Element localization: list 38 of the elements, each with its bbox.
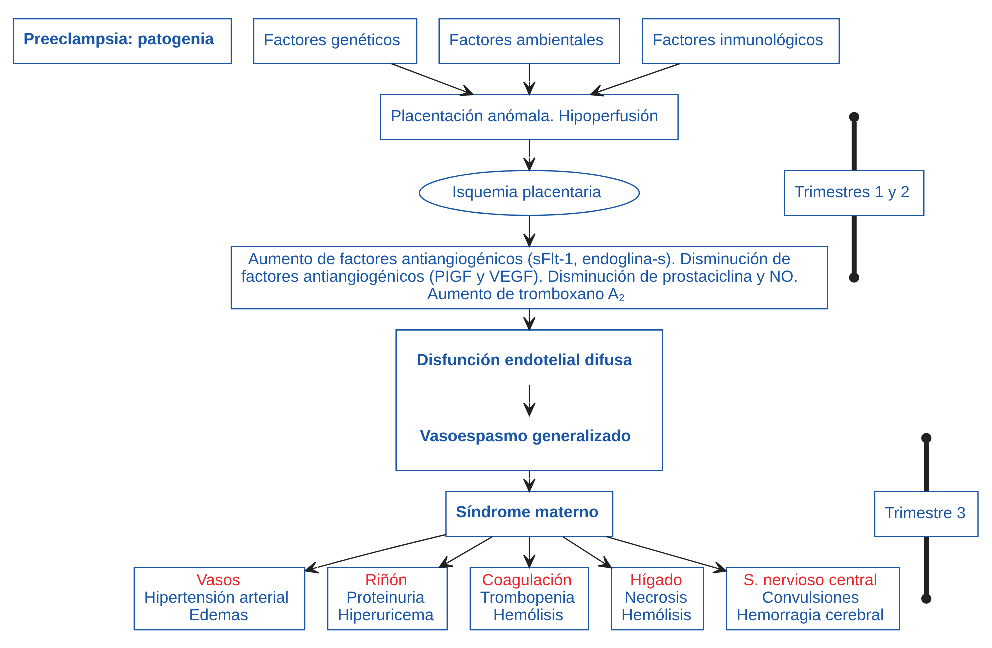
connector xyxy=(852,122,857,170)
arrow xyxy=(523,139,536,171)
node-box: Placentación anómala. Hipoperfusión xyxy=(380,94,679,140)
arrow xyxy=(523,308,536,330)
node-ellipse: Isquemia placentaria xyxy=(419,170,640,216)
node-text: Disfunción endotelial difusa xyxy=(416,350,632,369)
connector xyxy=(924,536,930,594)
node-box: Riñón Proteinuria Hiperuricema xyxy=(327,566,448,630)
arrow xyxy=(523,63,536,95)
arrow xyxy=(606,536,728,574)
connector xyxy=(924,442,930,492)
arrow xyxy=(523,384,536,416)
node-box: Vasos Hipertensión arterial Edemas xyxy=(134,566,306,630)
node-box: Factores inmunológicos xyxy=(642,18,840,64)
cluster xyxy=(396,328,664,471)
node-box: Trimestre 3 xyxy=(874,490,979,537)
arrow xyxy=(304,534,446,574)
node-box: Síndrome materno xyxy=(446,490,614,537)
arrow xyxy=(438,536,494,568)
node-circle xyxy=(849,272,860,282)
node-circle xyxy=(849,112,860,122)
arrow xyxy=(523,216,536,247)
node-box: Trimestres 1 y 2 xyxy=(784,170,925,216)
node-text: Vasoespasmo generalizado xyxy=(420,426,632,445)
node-box: Hígado Necrosis Hemólisis xyxy=(611,566,704,630)
node-box: S. nervioso central Convulsiones Hemorragia cerebral xyxy=(726,566,900,630)
arrow xyxy=(391,62,474,96)
node-box: Coagulación Trombopenia Hemólisis xyxy=(470,566,590,630)
arrow xyxy=(523,536,536,568)
node-box: Factores ambientales xyxy=(438,18,620,64)
node-circle xyxy=(922,432,932,443)
arrow xyxy=(590,62,680,96)
node-box: Aumento de factores antiangiogénicos (sFlt-1, endoglina-s). Disminución de factores antiangiogénicos (PIGF y VEGF). Disminución de prostaciclina y NO. Aumento de tromboxano A₂ xyxy=(230,246,828,310)
arrow xyxy=(562,536,612,568)
node-box: Factores genéticos xyxy=(253,18,418,64)
node-box: Preeclampsia: patogenia xyxy=(13,18,232,64)
connector xyxy=(852,216,857,273)
node-circle xyxy=(922,593,932,604)
